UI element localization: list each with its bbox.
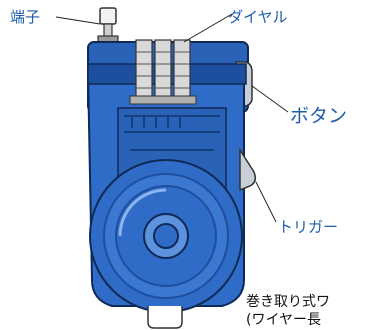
button-leader (251, 85, 289, 113)
dial-group (129, 39, 197, 105)
button-label: ボタン (290, 105, 347, 127)
terminal-label: 端子 (10, 8, 40, 26)
dial-wheel (135, 39, 153, 101)
caption-line-1: 巻き取り式ワ (246, 294, 330, 310)
mechanism-lines (124, 115, 220, 171)
mechanism-teeth (131, 116, 181, 128)
reel-disc (89, 159, 243, 313)
dial-label: ダイヤル (228, 8, 288, 26)
trigger-part (239, 147, 257, 192)
wire-tab (147, 306, 183, 329)
terminal-leader (55, 16, 101, 25)
trigger-label: トリガー (278, 218, 338, 236)
terminal-part (97, 7, 119, 45)
dial-base (129, 95, 197, 105)
dial-wheel (173, 39, 191, 101)
dial-leader (183, 13, 233, 43)
caption-line-2: (ワイヤー長 (246, 312, 321, 328)
dial-wheel (154, 39, 172, 101)
trigger-leader (255, 181, 277, 223)
